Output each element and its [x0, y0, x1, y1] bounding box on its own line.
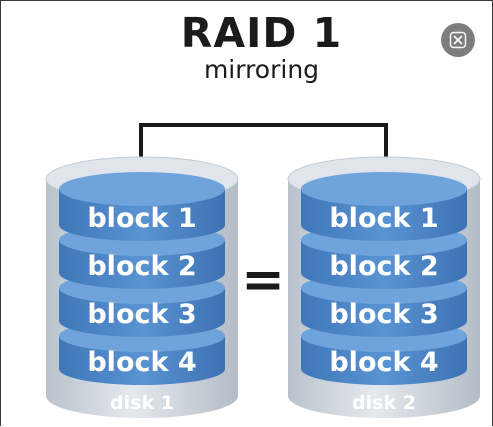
- disk-2-label: disk 2: [352, 392, 416, 414]
- disk-2-block-1: block 1: [301, 172, 467, 241]
- disk-2-block-3-label: block 3: [329, 299, 438, 330]
- close-icon: [449, 31, 467, 49]
- disk-1-block-2-label: block 2: [87, 251, 196, 282]
- disk-1-label: disk 1: [110, 392, 174, 414]
- disk-2: block 4 block 3 block 2 block 1 disk 2: [287, 156, 481, 418]
- disk-1-block-1: block 1: [59, 172, 225, 241]
- disk-1-block-4-label: block 4: [87, 347, 196, 378]
- disk-1-block-3-label: block 3: [87, 299, 196, 330]
- disk-1: block 4 block 3 block 2 block 1 disk 1: [45, 156, 239, 418]
- disk-1-block-1-label: block 1: [87, 203, 196, 234]
- disk-2-block-4-label: block 4: [329, 347, 438, 378]
- diagram-subtitle: mirroring: [203, 55, 320, 84]
- disk-2-block-2-label: block 2: [329, 251, 438, 282]
- equals-sign: =: [241, 250, 285, 310]
- mirror-connector-line: [139, 123, 388, 176]
- close-button[interactable]: [441, 23, 475, 57]
- diagram-title: RAID 1: [180, 9, 343, 57]
- disk-2-block-1-label: block 1: [329, 203, 438, 234]
